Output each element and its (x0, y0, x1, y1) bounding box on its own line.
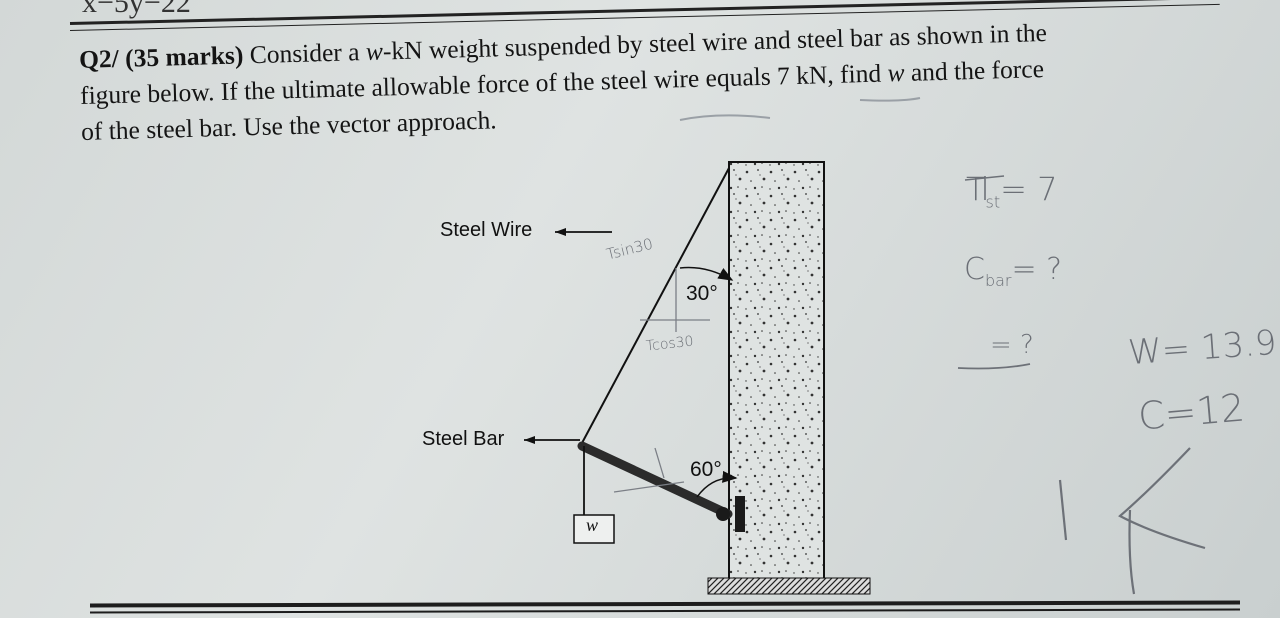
previous-question-fragment: x−5y−22 (82, 0, 191, 19)
hand-underline (957, 363, 1031, 370)
hand-c-bar: Cbar= ? (964, 252, 1063, 290)
steel-bar-label: Steel Bar (422, 428, 505, 450)
steel-wire (581, 167, 730, 444)
weight-box (573, 514, 615, 544)
hand-w-unknown: = ? (990, 330, 1034, 360)
angle-60-arc (696, 470, 738, 498)
hand-t-st: Tst= 7 (966, 170, 1058, 212)
weight-label: w (586, 515, 599, 535)
hand-c-answer: C=12 (1136, 385, 1247, 439)
steel-bar (577, 441, 733, 519)
hand-sketch-k (1118, 447, 1206, 550)
angle-30-label: 30° (686, 282, 718, 305)
angle-60-label: 60° (690, 458, 722, 481)
steel-wire-label: Steel Wire (440, 219, 533, 241)
ground-support (707, 577, 871, 595)
angle-30-arc (679, 266, 734, 281)
bar-pin-support (735, 496, 745, 532)
